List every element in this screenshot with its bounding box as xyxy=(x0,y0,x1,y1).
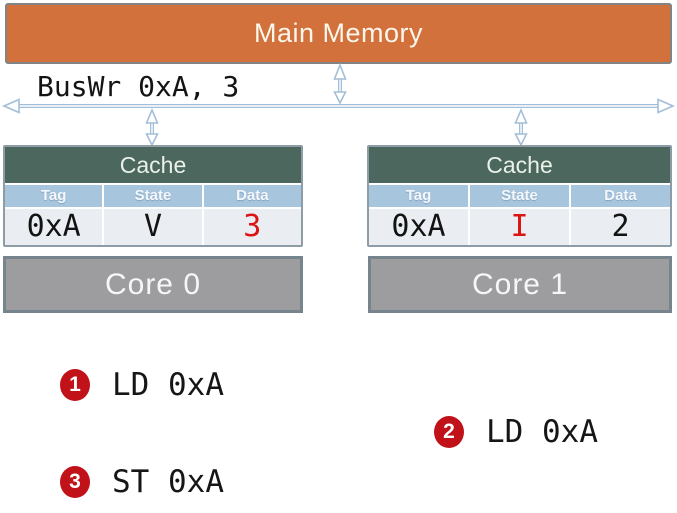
main-memory-box: Main Memory xyxy=(5,3,672,64)
cache-1-title: Cache xyxy=(369,147,670,183)
cache-1-col-tag: Tag xyxy=(369,185,468,207)
cache-0-row: 0xA V 3 xyxy=(5,209,301,245)
cache-1-row: 0xA I 2 xyxy=(369,209,670,245)
cache-0-state-value: V xyxy=(104,209,202,245)
cache-1-data-value: 2 xyxy=(571,209,670,245)
cache-1-table: Cache Tag State Data 0xA I 2 xyxy=(367,145,672,247)
cache-0-title: Cache xyxy=(5,147,301,183)
cache0-bus-connector-icon xyxy=(145,107,159,147)
step-2-badge: 2 xyxy=(434,416,464,448)
cache-0-col-state: State xyxy=(104,185,202,207)
step-3: 3 ST 0xA xyxy=(60,464,224,500)
cache-0-col-tag: Tag xyxy=(5,185,103,207)
main-memory-label: Main Memory xyxy=(253,18,424,48)
core-0-label: Core 0 xyxy=(104,267,202,301)
cache-0-col-data: Data xyxy=(203,185,301,207)
cache-0-data-value: 3 xyxy=(203,209,301,245)
core-1-label: Core 1 xyxy=(471,267,569,301)
cache1-bus-connector-icon xyxy=(514,107,528,147)
step-1-instruction: LD 0xA xyxy=(112,367,224,403)
cache-1-col-state: State xyxy=(470,185,569,207)
cache-0-table: Cache Tag State Data 0xA V 3 xyxy=(3,145,303,247)
step-1-badge: 1 xyxy=(60,369,90,401)
cache-1-state-value: I xyxy=(470,209,569,245)
bus-transaction-label: BusWr 0xA, 3 xyxy=(37,70,240,103)
cache-1-tag-value: 0xA xyxy=(369,209,468,245)
step-3-instruction: ST 0xA xyxy=(112,464,224,500)
step-3-badge: 3 xyxy=(60,466,90,498)
core-1-box: Core 1 xyxy=(368,256,672,313)
step-2-instruction: LD 0xA xyxy=(486,414,598,450)
core-0-box: Core 0 xyxy=(3,256,303,313)
cache-1-col-data: Data xyxy=(571,185,670,207)
step-1: 1 LD 0xA xyxy=(60,367,224,403)
step-2: 2 LD 0xA xyxy=(434,414,598,450)
cache-0-tag-value: 0xA xyxy=(5,209,103,245)
memory-bus-connector-icon xyxy=(333,62,347,105)
